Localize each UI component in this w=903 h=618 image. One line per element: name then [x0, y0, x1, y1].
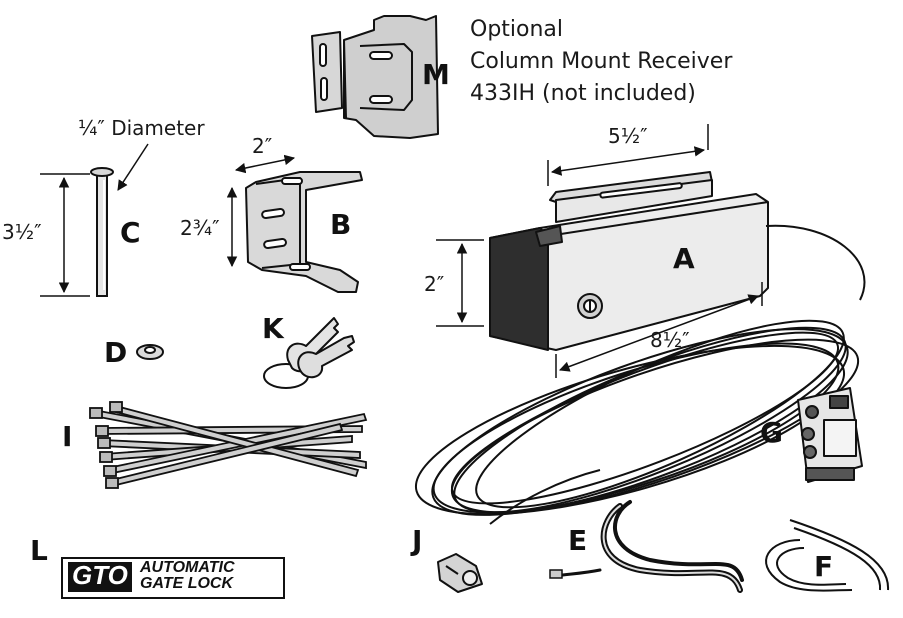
- lock-top-length-label: 5½″: [608, 124, 648, 148]
- bracket-dimensions: [226, 154, 296, 268]
- part-letter-d: D: [104, 336, 128, 369]
- cable-ties-drawing: [89, 401, 368, 489]
- lock-height-label: 2″: [424, 272, 445, 296]
- part-letter-e: E: [568, 524, 588, 557]
- part-letter-c: C: [120, 216, 141, 249]
- lock-length-label: 8½″: [650, 328, 690, 352]
- part-letter-g: G: [760, 416, 783, 449]
- part-letter-f: F: [814, 550, 834, 583]
- pin-length-dimension: [40, 173, 90, 297]
- optional-note-line1: Optional: [470, 17, 564, 42]
- wire-harness-drawing: [549, 500, 744, 593]
- pin-diameter-leader: [117, 143, 149, 191]
- lock-cable-coil: [414, 224, 866, 525]
- pin-diameter-label: ¼″ Diameter: [78, 116, 205, 140]
- receiver-board-drawing: [797, 387, 863, 483]
- bracket-height-label: 2¾″: [180, 216, 220, 240]
- bracket-width-label: 2″: [252, 134, 273, 158]
- optional-note-line3: 433IH (not included): [470, 81, 696, 106]
- lock-body-drawing: [489, 171, 769, 351]
- gto-label-line1: AUTOMATIC: [140, 559, 235, 576]
- lock-dimensions: [436, 124, 763, 378]
- wire-loop-drawing: [765, 519, 890, 592]
- pin-length-label: 3½″: [2, 220, 42, 244]
- optional-note: Optional Column Mount Receiver 433IH (no…: [470, 14, 732, 110]
- part-letter-l: L: [30, 534, 48, 567]
- part-letter-j: J: [412, 524, 423, 557]
- part-letter-a: A: [673, 242, 695, 275]
- optional-note-line2: Column Mount Receiver: [470, 49, 733, 74]
- part-letter-k: K: [262, 312, 284, 345]
- keys-drawing: [263, 317, 355, 389]
- pin-drawing: [90, 167, 114, 297]
- column-mount-receiver-drawing: [311, 15, 439, 139]
- part-letter-m: M: [422, 58, 450, 91]
- part-letter-b: B: [330, 208, 352, 241]
- part-letter-i: I: [62, 420, 73, 453]
- grommet-drawing: [136, 344, 164, 360]
- gto-logo: GTO: [72, 560, 128, 590]
- gto-label-line2: GATE LOCK: [140, 575, 234, 592]
- bracket-drawing: [245, 171, 363, 293]
- gto-label-drawing: [61, 557, 285, 599]
- wire-connector-drawing: [437, 553, 483, 593]
